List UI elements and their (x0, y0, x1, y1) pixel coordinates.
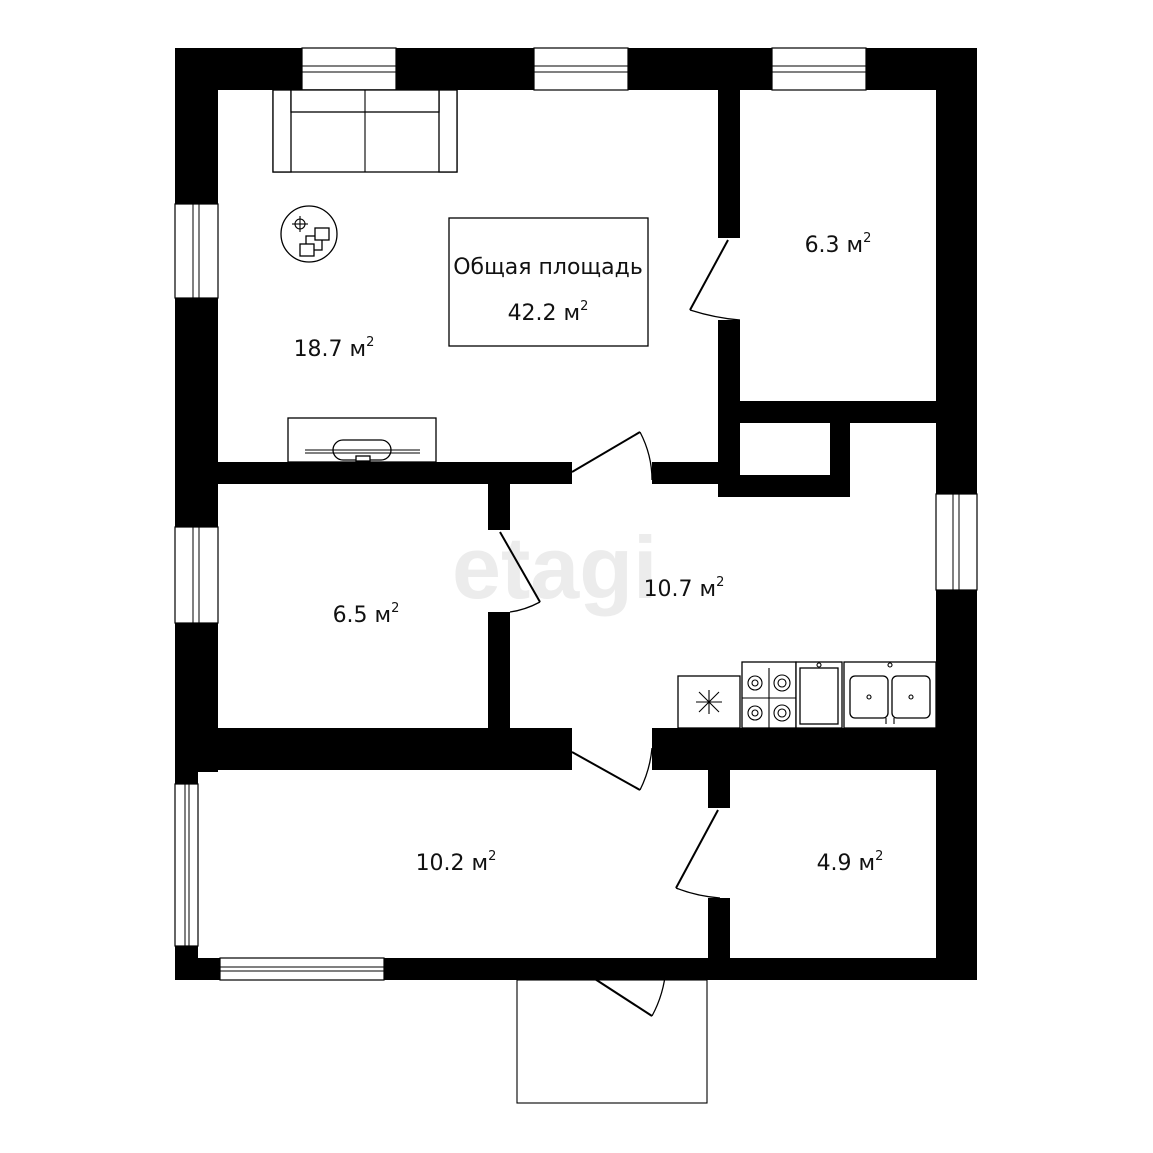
room-label-small-room: 6.3 м2 (805, 231, 872, 258)
window-bottom (219, 957, 385, 981)
window-left-1 (174, 203, 219, 299)
door-entrance (577, 967, 667, 1017)
doors (499, 239, 741, 1017)
porch (516, 979, 708, 1104)
total-area-caption: Общая площадь (453, 255, 643, 280)
door-room-65 (499, 531, 541, 613)
room-label-bathroom: 4.9 м2 (817, 849, 884, 876)
inner-wall-living-bottom-right (652, 462, 722, 484)
door-kitchen (571, 747, 653, 791)
inner-wall-small-room-bottom (718, 401, 936, 423)
niche-wall-right (830, 401, 850, 497)
window-top-2 (533, 47, 629, 91)
inner-wall-room65-right-top (488, 484, 510, 530)
inner-wall-room65-right-bottom (488, 612, 510, 730)
total-area-box: Общая площадь 42.2 м2 (448, 217, 649, 347)
window-top-3 (771, 47, 867, 91)
door-small-room (689, 239, 741, 321)
walls (175, 48, 977, 980)
inner-wall-bath-top (708, 770, 730, 808)
inner-wall-living-bottom-left (218, 462, 572, 484)
room-label-living-room: 18.7 м2 (294, 335, 375, 362)
niche-wall-bottom (718, 475, 850, 497)
room-label-room-65: 6.5 м2 (333, 601, 400, 628)
outer-wall-left-upper (175, 48, 218, 772)
inner-wall-small-room-left (718, 90, 740, 238)
room-label-hallway: 10.2 м2 (416, 849, 497, 876)
room-label-kitchen: 10.7 м2 (644, 575, 725, 602)
niche-wall-left (718, 401, 740, 497)
window-top-1 (301, 47, 397, 91)
window-left-2 (174, 526, 219, 624)
door-living-room (571, 431, 653, 481)
total-area-value: 42.2 м2 (508, 299, 589, 326)
double-sink-icon (843, 661, 937, 729)
snowflake-icon (696, 690, 722, 714)
watermark: etagi (452, 518, 657, 617)
inner-wall-bath-bottom (708, 898, 730, 960)
door-bathroom (675, 809, 721, 899)
tv-stand-icon (287, 417, 437, 463)
sofa-icon (272, 89, 458, 173)
plant-icon (280, 205, 338, 263)
windows (174, 47, 978, 981)
kitchen-counter (795, 661, 843, 729)
fridge (677, 675, 741, 729)
stove-icon (741, 661, 797, 729)
inner-wall-hall-top-right (652, 728, 936, 770)
window-right (935, 493, 978, 591)
inner-wall-hall-top-left (198, 728, 572, 770)
window-left-3 (174, 783, 199, 947)
